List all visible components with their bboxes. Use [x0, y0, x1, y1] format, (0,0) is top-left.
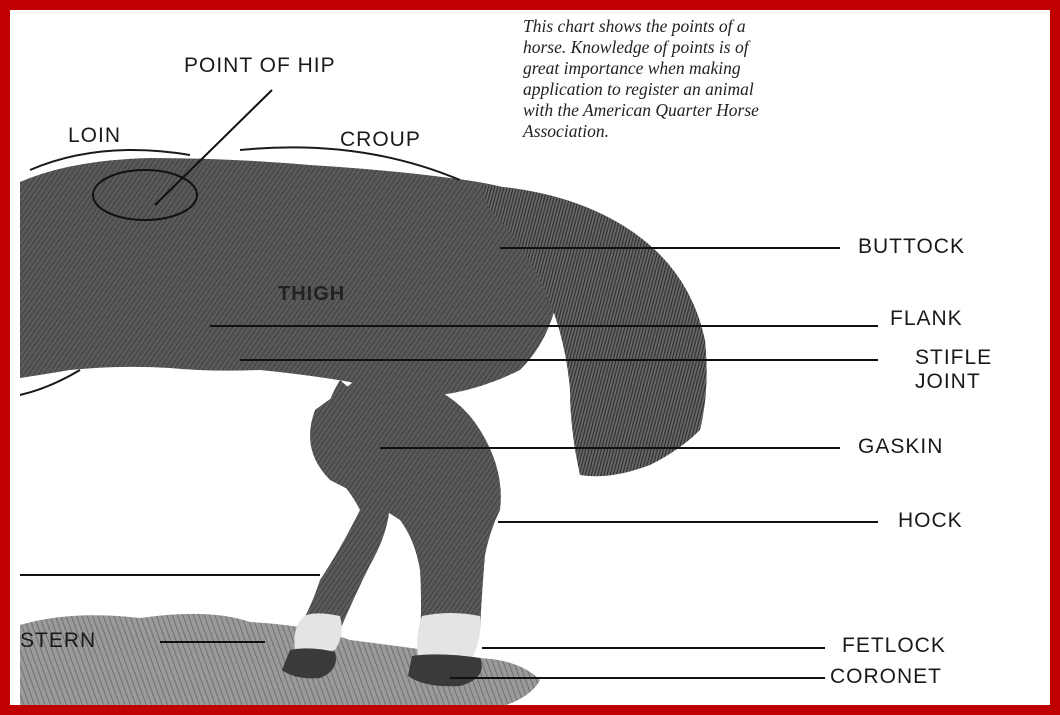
sock-far: [294, 613, 341, 652]
label-loin: LOIN: [68, 124, 121, 148]
hoof-near: [408, 654, 482, 686]
caption-line: application to register an animal: [523, 79, 1043, 100]
label-flank: FLANK: [890, 307, 963, 331]
caption-line: This chart shows the points of a: [523, 16, 1043, 37]
label-croup: CROUP: [340, 128, 421, 152]
label-fetlock: FETLOCK: [842, 634, 946, 658]
chart-caption: This chart shows the points of a horse. …: [523, 16, 1043, 142]
label-point-of-hip: POINT OF HIP: [184, 54, 336, 78]
label-thigh: THIGH: [278, 283, 345, 306]
sock-near: [417, 613, 480, 662]
caption-line: horse. Knowledge of points is of: [523, 37, 1043, 58]
label-coronet: CORONET: [830, 665, 942, 689]
caption-line: great importance when making: [523, 58, 1043, 79]
label-hock: HOCK: [898, 509, 963, 533]
caption-line: Association.: [523, 121, 1043, 142]
label-joint: JOINT: [915, 370, 981, 394]
label-pastern: STERN: [20, 629, 96, 653]
label-gaskin: GASKIN: [858, 435, 943, 459]
label-buttock: BUTTOCK: [858, 235, 965, 259]
caption-line: with the American Quarter Horse: [523, 100, 1043, 121]
label-stifle: STIFLE: [915, 346, 992, 370]
